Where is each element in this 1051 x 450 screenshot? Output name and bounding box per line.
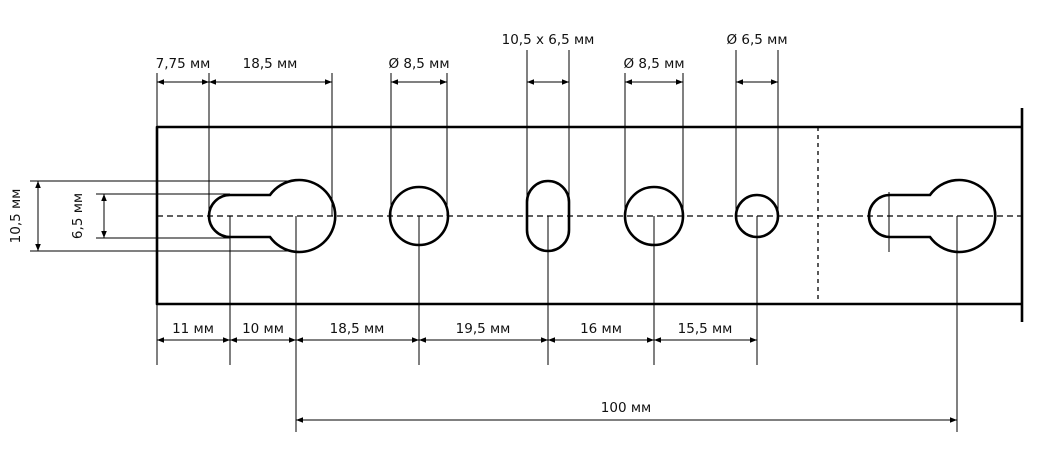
keyhole-slot-right (867, 178, 997, 254)
dim-label-dia-6-5: Ø 6,5 мм (726, 32, 787, 48)
dim-label-slot-size: 10,5 x 6,5 мм (502, 32, 595, 48)
dim-label-11: 11 мм (172, 321, 214, 337)
dim-label-dia-8-5-a: Ø 8,5 мм (388, 56, 449, 72)
dim-label-19-5: 19,5 мм (456, 321, 511, 337)
dim-label-10: 10 мм (242, 321, 284, 337)
rail-outline (155, 108, 1024, 322)
keyhole-slot-left (207, 178, 337, 254)
dim-label-15-5: 15,5 мм (678, 321, 733, 337)
dim-label-7-75: 7,75 мм (156, 56, 211, 72)
bottom-dimension-lines (157, 337, 957, 423)
left-dimensions (30, 180, 296, 252)
dim-label-10-5-vertical: 10,5 мм (8, 189, 24, 244)
dim-label-16: 16 мм (580, 321, 622, 337)
dim-label-6-5-vertical: 6,5 мм (70, 193, 86, 239)
dim-label-18-5-top: 18,5 мм (243, 56, 298, 72)
top-extension-lines (156, 50, 779, 216)
dim-label-dia-8-5-b: Ø 8,5 мм (623, 56, 684, 72)
dim-label-18-5-bottom: 18,5 мм (330, 321, 385, 337)
dim-label-100: 100 мм (601, 400, 651, 416)
